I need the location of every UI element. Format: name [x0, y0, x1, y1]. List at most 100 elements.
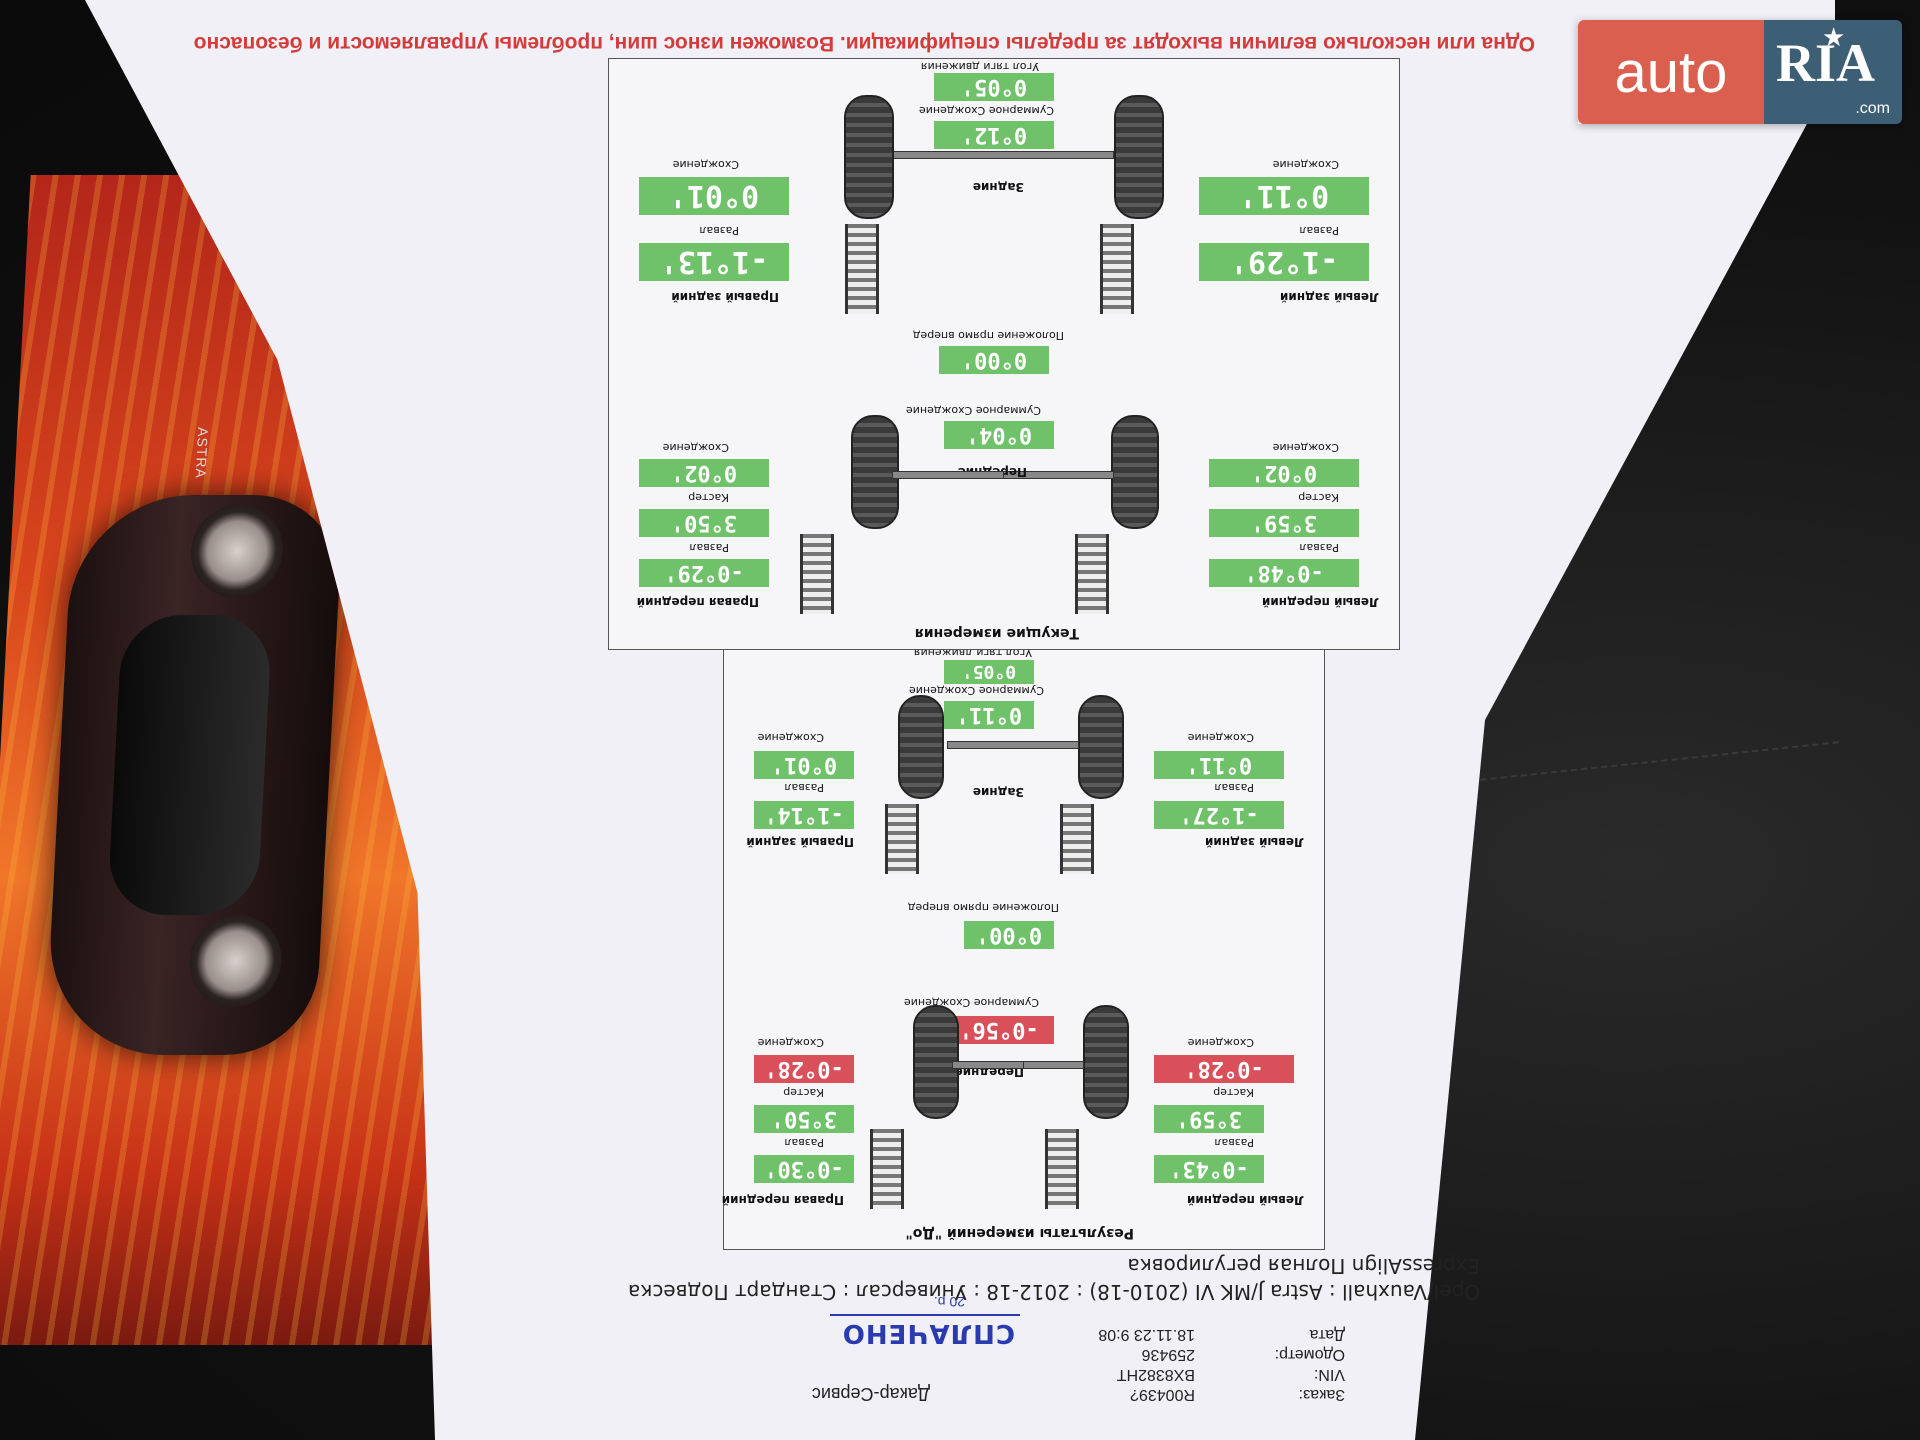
before-right-rear-spring — [885, 804, 919, 874]
current-right-rear-tire — [844, 95, 894, 219]
before-lf-camber-label: Развал — [1214, 1136, 1254, 1149]
current-left-front-tire — [1111, 415, 1159, 529]
current-thrust-angle-value: 0°05' — [934, 73, 1054, 101]
date-label: Дата — [1309, 1326, 1345, 1343]
before-rr-toe-label: Схождение — [757, 731, 824, 744]
before-lf-camber-value: -0°43' — [1154, 1155, 1264, 1183]
current-rf-toe-label: Схождение — [662, 441, 729, 454]
service-type-line: ExpressAlign Полная регулировка — [1127, 1254, 1480, 1278]
before-left-front-label: Левый передний — [1186, 1193, 1304, 1207]
current-front-total-toe-value: 0°04' — [944, 421, 1054, 449]
before-steer-center-label: Положение прямо вперед — [907, 901, 1059, 914]
before-rear-label: Задние — [972, 785, 1024, 799]
paid-stamp-underline — [830, 1314, 1020, 1316]
before-thrust-angle-value: 0°05' — [944, 660, 1034, 684]
current-front-total-toe-label: Суммарное Схождение — [905, 404, 1041, 417]
before-rr-camber-value: -1°14' — [754, 801, 854, 829]
paid-stamp: СПЛАЧЕНО — [841, 1318, 1015, 1348]
watermark-com-text: .com — [1855, 100, 1890, 117]
odometer-label: Одометр: — [1274, 1346, 1345, 1363]
current-rf-toe-value: 0°02' — [639, 459, 769, 487]
current-right-front-arm — [892, 471, 1004, 479]
current-rr-camber-value: -1°13' — [639, 243, 789, 281]
current-lf-toe-value: 0°02' — [1209, 459, 1359, 487]
current-rr-toe-value: 0°01' — [639, 177, 789, 215]
before-rf-caster-value: 3°50' — [754, 1105, 854, 1133]
current-lf-camber-value: -0°48' — [1209, 559, 1359, 587]
current-rf-caster-value: 3°50' — [639, 509, 769, 537]
current-lr-camber-value: -1°29' — [1199, 243, 1369, 281]
watermark-auto-text: auto — [1578, 20, 1764, 124]
current-left-rear-label: Левый задний — [1279, 290, 1379, 304]
before-rr-camber-label: Развал — [784, 781, 824, 794]
current-rear-total-toe-value: 0°12' — [934, 121, 1054, 149]
current-left-front-label: Левый передний — [1261, 595, 1379, 609]
current-lf-caster-value: 3°59' — [1209, 509, 1359, 537]
before-lr-toe-value: 0°11' — [1154, 751, 1284, 779]
before-left-rear-spring — [1060, 804, 1094, 874]
before-front-total-toe-value: -0°56' — [944, 1016, 1054, 1044]
before-lf-toe-value: -0°28' — [1154, 1055, 1294, 1083]
before-lr-camber-label: Развал — [1214, 781, 1254, 794]
current-rear-label: Задние — [972, 180, 1024, 194]
current-panel-title: Текущие измерения — [914, 625, 1079, 641]
before-measurements-panel: Результаты измерений "До" Левый передний… — [721, 646, 1325, 1250]
current-rf-caster-label: Кастер — [688, 491, 729, 504]
vehicle-model-line: Opel/Vauxhall : Astra J/MK VI (2010-18) … — [628, 1280, 1480, 1304]
current-lr-toe-value: 0°11' — [1199, 177, 1369, 215]
date-value: 18.11.23 9:08 — [1098, 1326, 1195, 1343]
current-rr-toe-label: Схождение — [672, 158, 739, 171]
before-lr-camber-value: -1°27' — [1154, 801, 1284, 829]
before-right-rear-tire — [898, 695, 944, 799]
watermark-ria-text: RIA — [1776, 33, 1876, 93]
before-rear-axle — [947, 741, 1079, 749]
company-name: Дакар-Сервис — [811, 1384, 931, 1404]
vin-label: VIN: — [1313, 1366, 1345, 1383]
before-lf-toe-label: Схождение — [1187, 1036, 1254, 1049]
current-left-rear-tire — [1114, 95, 1164, 219]
current-lf-camber-label: Развал — [1299, 541, 1339, 554]
before-rear-total-toe-label: Суммарное Схождение — [908, 684, 1044, 697]
current-left-rear-spring — [1100, 224, 1134, 314]
out-of-spec-warning: Одна или несколько величин выходят за пр… — [193, 32, 1535, 55]
watermark-ria-block: ★ RIA .com — [1764, 20, 1902, 124]
vin-value: BX8382HT — [1116, 1366, 1195, 1383]
before-rf-camber-label: Развал — [784, 1136, 824, 1149]
before-right-front-label: Правая передний — [721, 1193, 844, 1207]
vehicle-description: Opel/Vauxhall : Astra J/MK VI (2010-18) … — [628, 1253, 1480, 1305]
before-left-rear-label: Левый задний — [1204, 835, 1304, 849]
order-value: R00439? — [1130, 1386, 1195, 1403]
current-lf-toe-label: Схождение — [1272, 441, 1339, 454]
current-lr-toe-label: Схождение — [1272, 158, 1339, 171]
current-rr-camber-label: Развал — [699, 224, 739, 237]
current-steer-center-value: 0°00' — [939, 346, 1049, 374]
before-right-rear-label: Правый задний — [746, 835, 854, 849]
before-lr-toe-label: Схождение — [1187, 731, 1254, 744]
auto-ria-watermark: auto ★ RIA .com — [1578, 20, 1902, 124]
before-left-front-tire — [1083, 1005, 1129, 1119]
before-lf-caster-label: Кастер — [1213, 1086, 1254, 1099]
current-thrust-angle-label: Угол тяги движения — [920, 60, 1039, 73]
before-rf-camber-value: -0°30' — [754, 1155, 854, 1183]
before-right-front-strut — [870, 1129, 904, 1209]
current-measurements-panel: Текущие измерения Левый передний Развал … — [608, 58, 1400, 650]
before-right-front-arm — [952, 1061, 1024, 1069]
before-rf-caster-label: Кастер — [783, 1086, 824, 1099]
current-rear-total-toe-label: Суммарное Схождение — [918, 104, 1054, 117]
current-right-rear-spring — [845, 224, 879, 314]
star-icon: ★ — [1822, 22, 1846, 52]
current-lf-caster-label: Кастер — [1298, 491, 1339, 504]
before-left-front-strut — [1045, 1129, 1079, 1209]
before-rr-toe-value: 0°01' — [754, 751, 854, 779]
before-rf-toe-label: Схождение — [757, 1036, 824, 1049]
before-panel-title: Результаты измерений "До" — [905, 1225, 1134, 1241]
current-steer-center-label: Положение прямо вперед — [912, 329, 1064, 342]
order-label: Заказ: — [1298, 1386, 1345, 1403]
current-right-front-strut — [800, 534, 834, 614]
before-left-rear-tire — [1078, 695, 1124, 799]
before-steer-center-value: 0°00' — [964, 921, 1054, 949]
current-rf-camber-value: -0°29' — [639, 559, 769, 587]
before-lf-caster-value: 3°59' — [1154, 1105, 1264, 1133]
current-lr-camber-label: Развал — [1299, 224, 1339, 237]
